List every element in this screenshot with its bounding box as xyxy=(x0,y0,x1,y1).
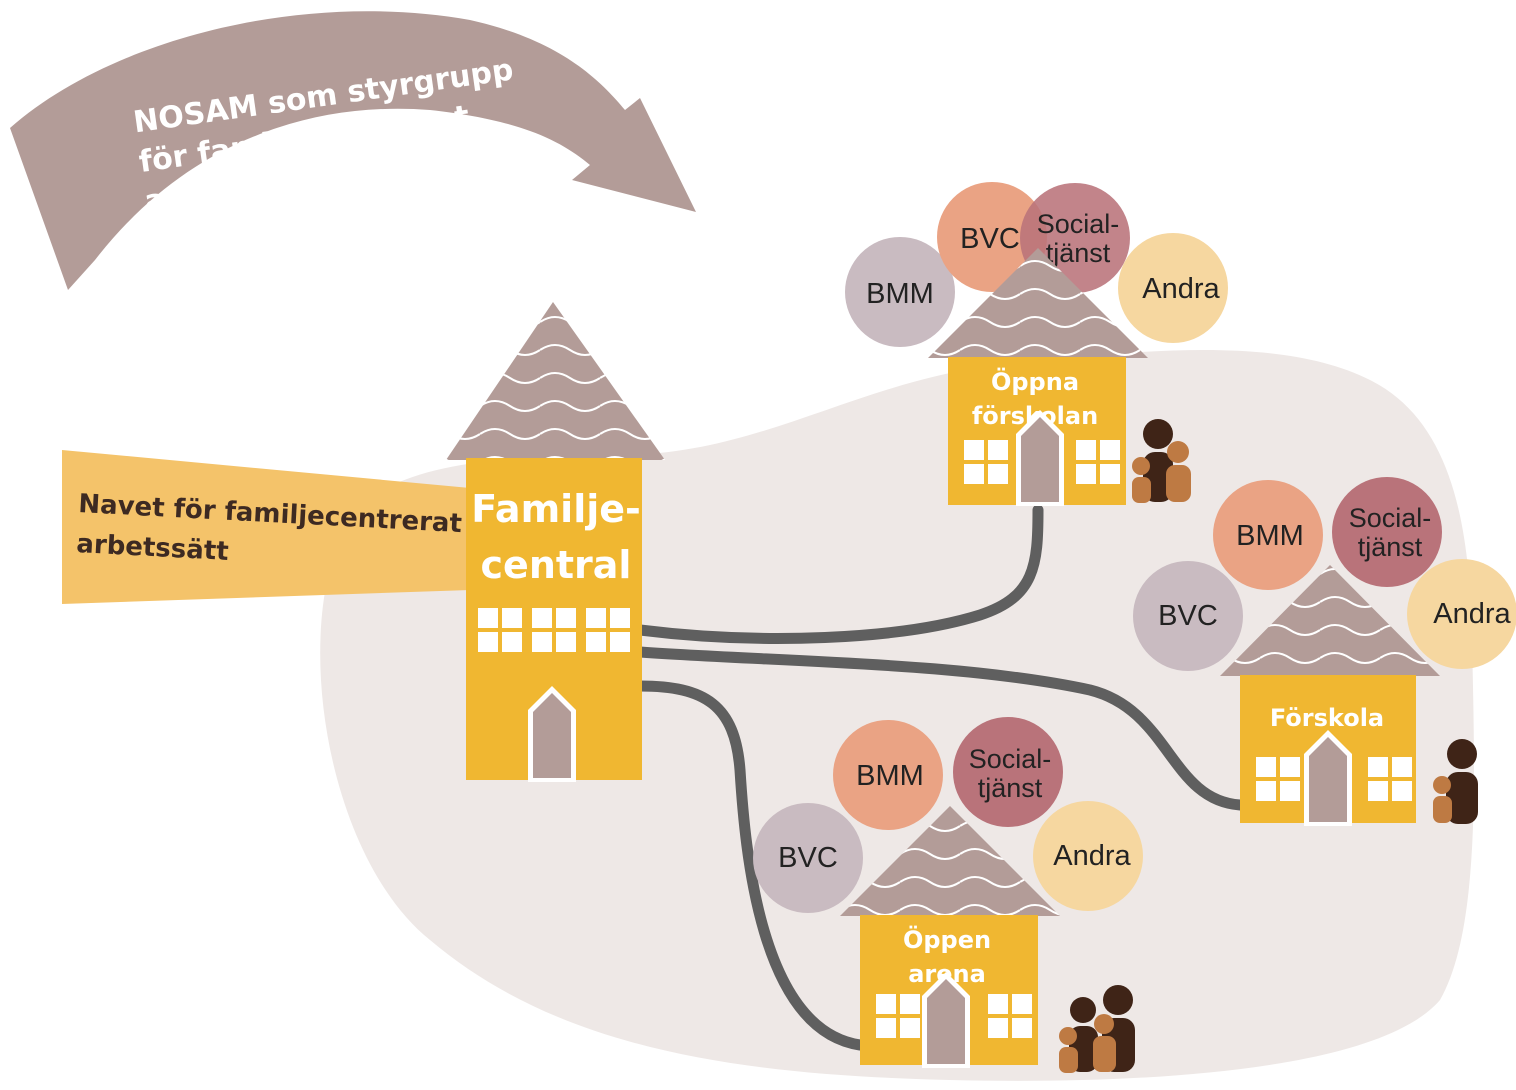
site-oppen-arena: BMM Social- tjänst BVC Andra Öppen arena xyxy=(753,717,1143,1073)
circle-andra xyxy=(1118,233,1228,343)
circle-bmm xyxy=(833,720,943,830)
central-window-2 xyxy=(532,608,576,652)
circle-andra-label: Andra xyxy=(1053,840,1131,872)
circle-bvc-label: BVC xyxy=(960,223,1020,255)
site1-label-line1: Öppna xyxy=(991,366,1079,396)
circle-social-label-1: Social- xyxy=(1349,503,1432,533)
circle-social-label-2: tjänst xyxy=(978,773,1043,803)
site3-window-left xyxy=(876,994,920,1038)
circle-socialtjanst xyxy=(953,717,1063,827)
circle-social-label-2: tjänst xyxy=(1046,238,1111,268)
central-roof xyxy=(446,302,665,460)
site1-window-right xyxy=(1076,440,1120,484)
circle-bmm-label: BMM xyxy=(856,760,924,792)
circle-bmm-label: BMM xyxy=(866,278,934,310)
central-label-line1: Familje- xyxy=(471,487,641,531)
circle-andra-label: Andra xyxy=(1142,273,1220,305)
circle-social-label-2: tjänst xyxy=(1358,532,1423,562)
site1-roof xyxy=(928,248,1148,358)
site2-window-left xyxy=(1256,757,1300,801)
banner xyxy=(62,450,470,604)
site-forskola: BMM Social- tjänst BVC Andra Förskola xyxy=(1133,477,1516,826)
site-oppna-forskolan: BMM BVC Social- tjänst Andra Öppna försk… xyxy=(845,182,1228,506)
site2-roof xyxy=(1220,565,1440,676)
site3-window-right xyxy=(988,994,1032,1038)
people-icon xyxy=(1059,985,1135,1073)
people-icon xyxy=(1132,419,1191,503)
central-house: Familje- central xyxy=(446,302,665,782)
connecting-paths xyxy=(634,504,1246,1051)
curved-arrow xyxy=(10,11,696,290)
central-label-line2: central xyxy=(481,543,632,587)
site3-roof xyxy=(840,806,1060,916)
site2-window-right xyxy=(1368,757,1412,801)
people-icon xyxy=(1433,739,1478,824)
circle-bmm xyxy=(845,237,955,347)
circle-bvc xyxy=(753,803,863,913)
circle-socialtjanst xyxy=(1332,477,1442,587)
circle-andra xyxy=(1407,559,1516,669)
circle-social-label-1: Social- xyxy=(969,744,1052,774)
site3-label-line1: Öppen xyxy=(903,924,991,954)
site1-window-left xyxy=(964,440,1008,484)
circle-bvc xyxy=(1133,561,1243,671)
central-window-3 xyxy=(586,608,630,652)
path-to-forskola xyxy=(634,646,1246,811)
circle-bvc xyxy=(937,182,1047,292)
circle-bmm xyxy=(1213,480,1323,590)
path-to-oppna-forskolan xyxy=(634,504,1044,644)
circle-andra-label: Andra xyxy=(1433,598,1511,630)
circle-bvc-label: BVC xyxy=(778,842,838,874)
site2-label: Förskola xyxy=(1270,704,1384,732)
circle-social-label-1: Social- xyxy=(1037,209,1120,239)
circle-bvc-label: BVC xyxy=(1158,600,1218,632)
circle-bmm-label: BMM xyxy=(1236,520,1304,552)
circle-andra xyxy=(1033,801,1143,911)
path-to-oppen-arena xyxy=(634,680,866,1051)
central-window-1 xyxy=(478,608,522,652)
